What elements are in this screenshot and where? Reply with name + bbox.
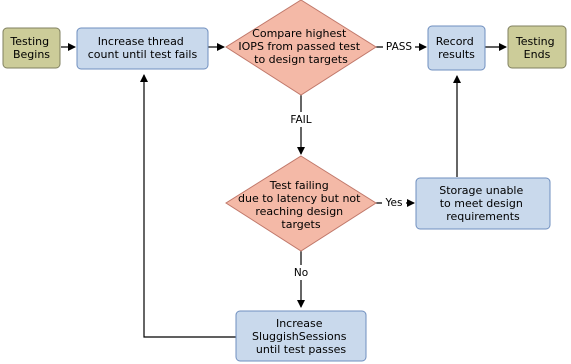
node-testing-begins-label: Testing Begins	[9, 35, 52, 61]
pass-label-text: PASS	[386, 41, 413, 53]
node-compare-iops-label: Compare highest IOPS from passed test to…	[238, 27, 363, 66]
fail-label-text: FAIL	[290, 114, 311, 126]
node-text-line: count until test fails	[88, 48, 198, 61]
node-increase-sluggish-sessions-label: Increase SluggishSessions until test pas…	[252, 317, 350, 356]
node-text-line: Testing	[9, 35, 49, 48]
node-text-line: Ends	[524, 48, 551, 61]
node-text-line: IOPS from passed test	[238, 40, 360, 53]
node-testing-ends-label: Testing Ends	[515, 35, 558, 61]
node-text-line: reaching design	[255, 205, 343, 218]
node-text-line: to design targets	[254, 53, 348, 66]
node-text-line: until test passes	[256, 343, 346, 356]
no-label-text: No	[294, 267, 308, 279]
edge-labels: PASS FAIL Yes No	[286, 39, 415, 280]
node-increase-sluggish-sessions: Increase SluggishSessions until test pas…	[235, 310, 367, 362]
yes-label-text: Yes	[385, 197, 403, 209]
node-increase-thread-count-label: Increase thread count until test fails	[88, 35, 198, 61]
node-latency-decision-label: Test failing due to latency but not reac…	[238, 179, 364, 231]
node-text-line: requirements	[446, 210, 520, 223]
node-text-line: targets	[281, 218, 320, 231]
node-compare-iops-decision: Compare highest IOPS from passed test to…	[225, 0, 377, 96]
node-text-line: Compare highest	[252, 27, 347, 40]
node-testing-begins: Testing Begins	[2, 27, 61, 69]
node-storage-unable-label: Storage unable to meet design requiremen…	[439, 184, 527, 223]
node-text-line: Record	[436, 35, 474, 48]
node-text-line: to meet design	[440, 197, 523, 210]
node-storage-unable: Storage unable to meet design requiremen…	[415, 177, 551, 230]
node-text-line: Begins	[13, 48, 50, 61]
node-record-results-label: Record results	[436, 35, 478, 61]
no-label: No	[291, 265, 311, 280]
yes-label: Yes	[382, 195, 406, 210]
edge-sessions-to-increase-threads	[140, 74, 236, 338]
node-text-line: Test failing	[269, 179, 329, 192]
node-increase-thread-count: Increase thread count until test fails	[76, 27, 209, 70]
node-text-line: Storage unable	[439, 184, 523, 197]
node-text-line: Testing	[515, 35, 555, 48]
node-text-line: Increase	[276, 317, 323, 330]
pass-label: PASS	[383, 39, 415, 54]
node-text-line: SluggishSessions	[252, 330, 347, 343]
node-record-results: Record results	[427, 25, 486, 71]
fail-label: FAIL	[286, 112, 316, 127]
node-text-line: Increase thread	[98, 35, 184, 48]
node-latency-decision: Test failing due to latency but not reac…	[225, 155, 377, 252]
node-testing-ends: Testing Ends	[507, 25, 567, 69]
node-text-line: due to latency but not	[238, 192, 361, 205]
node-text-line: results	[438, 48, 475, 61]
